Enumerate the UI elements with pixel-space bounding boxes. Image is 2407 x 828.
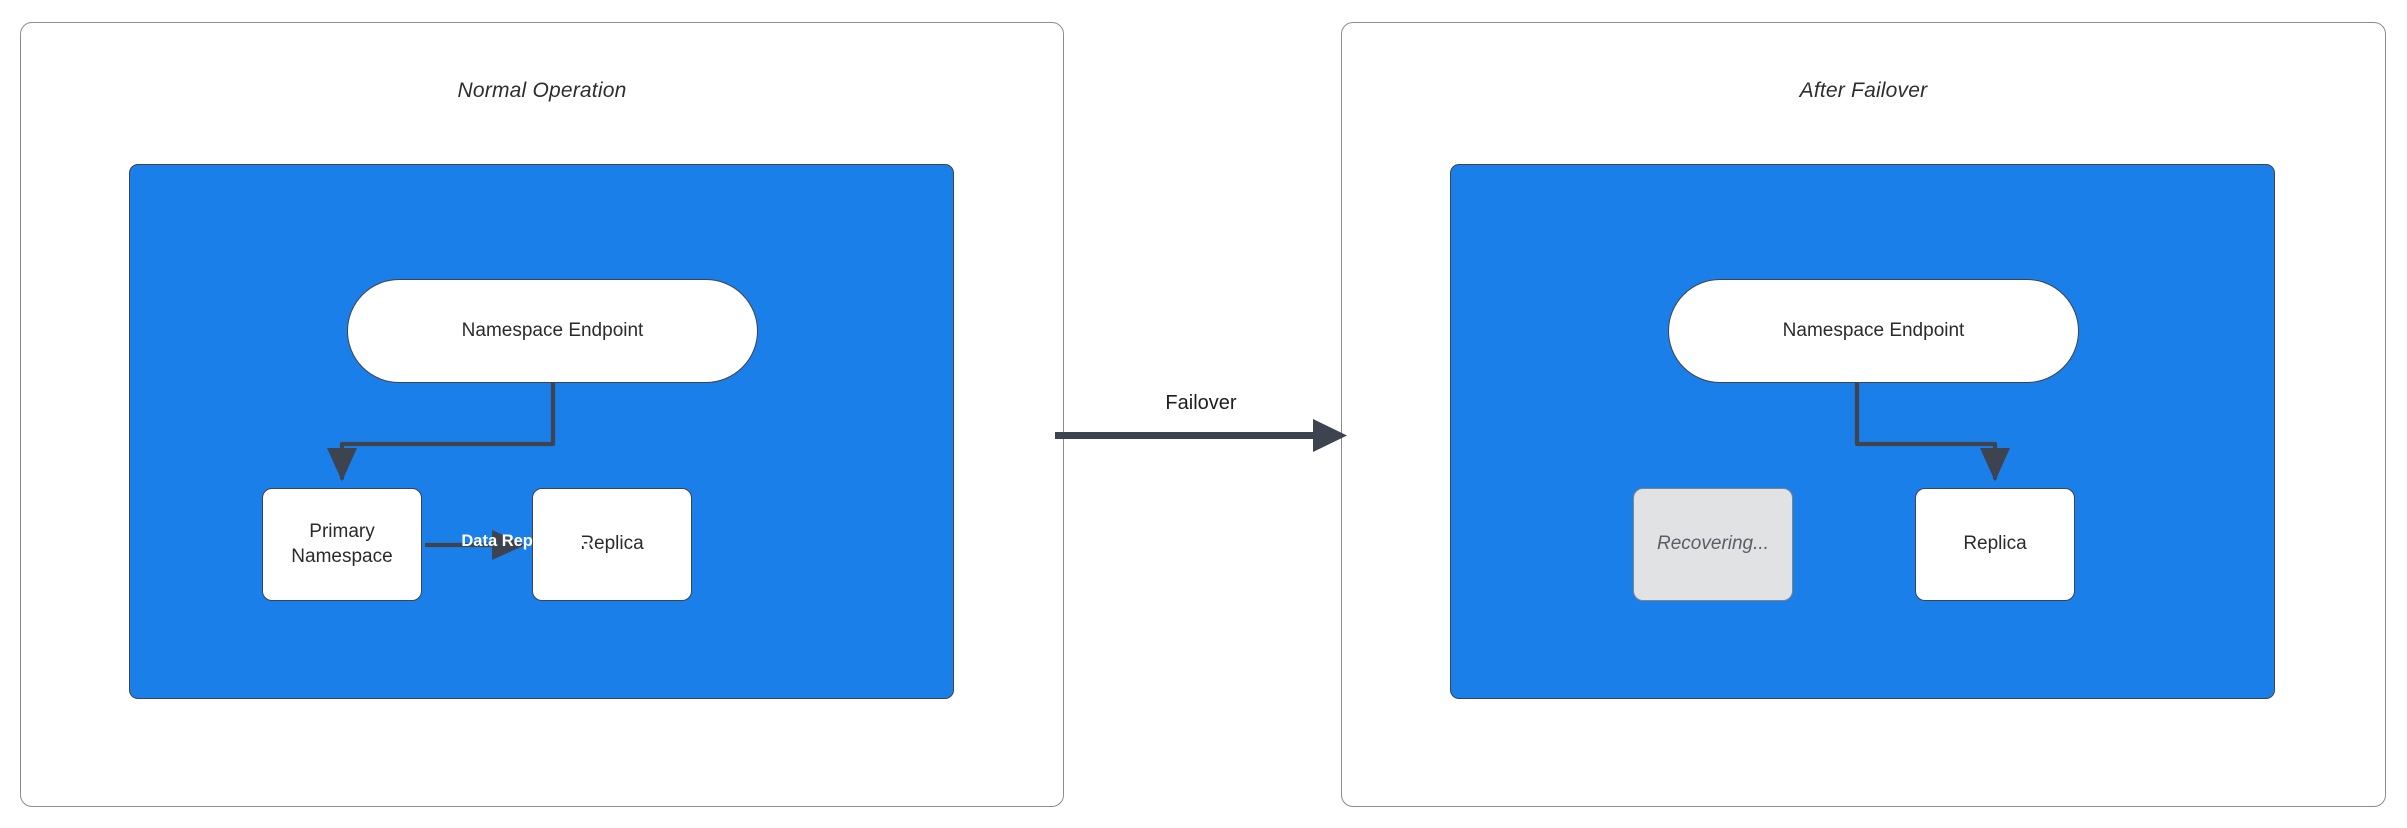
panel-normal-operation: Normal Operation Namespace Endpoint Prim… [20, 22, 1064, 807]
panel-title-after-failover: After Failover [1799, 79, 1928, 102]
node-namespace-endpoint-failover[interactable]: Namespace Endpoint [1668, 279, 2079, 383]
panel-title-normal-operation: Normal Operation [457, 79, 627, 102]
node-replica-promoted[interactable]: Replica [1915, 488, 2075, 601]
region-after-failover: Namespace Endpoint Recovering... Replica [1450, 164, 2275, 699]
connectors-after-failover [1854, 380, 2011, 482]
failover-arrow-icon [1055, 419, 1347, 452]
panel-after-failover: After Failover Namespace Endpoint Recove… [1341, 22, 2386, 807]
node-replica[interactable]: Replica [532, 488, 692, 601]
edge-endpoint-to-primary [326, 380, 556, 482]
node-primary-namespace-text: Primary Namespace [291, 520, 392, 569]
failover-label: Failover [1165, 392, 1237, 414]
node-primary-line1: Primary [309, 521, 375, 543]
node-primary-namespace[interactable]: Primary Namespace [262, 488, 422, 601]
node-recovering[interactable]: Recovering... [1633, 488, 1793, 601]
node-namespace-endpoint[interactable]: Namespace Endpoint [347, 279, 758, 383]
edge-endpoint-to-replica [1854, 380, 2011, 482]
node-primary-line2: Namespace [291, 545, 393, 567]
edge-label-data-replication: Data Replication [461, 532, 591, 550]
region-normal-operation: Namespace Endpoint Primary Namespace Rep… [129, 164, 954, 699]
connectors-normal-operation [326, 380, 556, 561]
